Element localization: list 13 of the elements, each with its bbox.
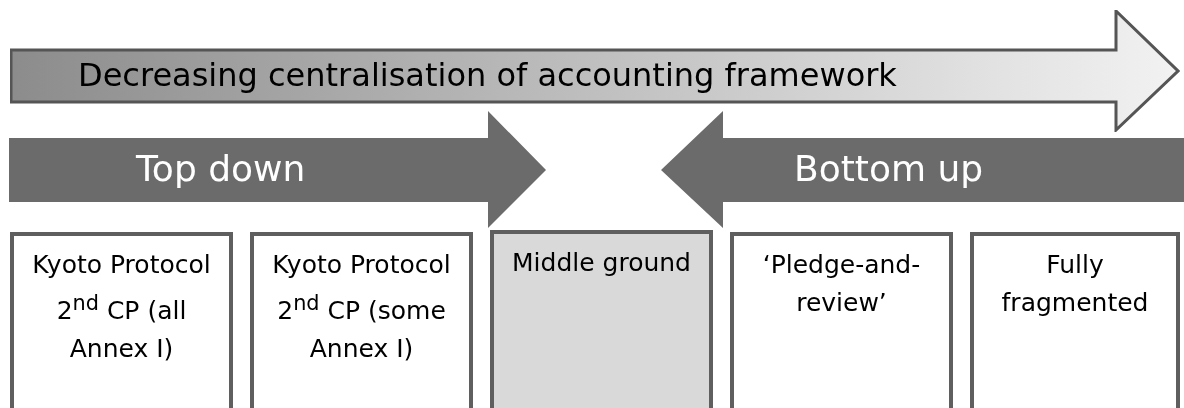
arrow-label: Bottom up xyxy=(794,147,984,189)
arrow-label: Decreasing centralisation of accounting framework xyxy=(78,56,897,95)
arrow-label: Top down xyxy=(136,147,306,189)
category-box xyxy=(490,230,713,408)
category-box xyxy=(250,232,473,408)
category-box xyxy=(730,232,953,408)
category-box xyxy=(970,232,1180,408)
box-label: ‘Pledge-and-review’ xyxy=(761,249,922,319)
box-label: Middle ground xyxy=(512,247,691,279)
box-label: Fully fragmented xyxy=(1000,249,1150,319)
category-box xyxy=(10,232,233,408)
box-label: Kyoto Protocol 2$^{nd}$ CP (some Annex I) xyxy=(272,249,451,366)
box-label: Kyoto Protocol 2$^{nd}$ CP (all Annex I) xyxy=(32,249,211,366)
